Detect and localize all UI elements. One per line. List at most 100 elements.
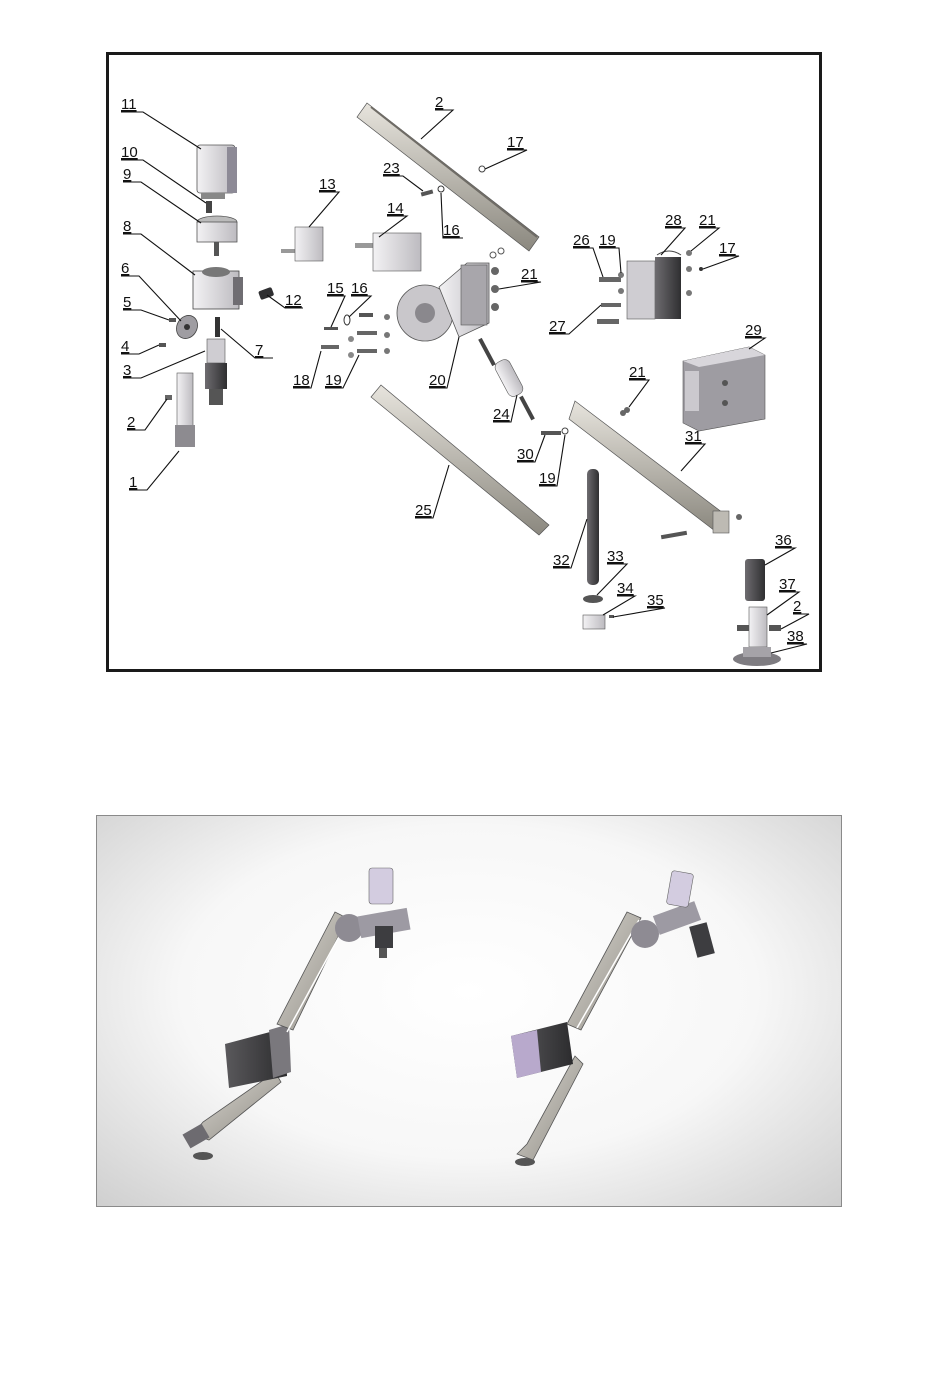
svg-text:38: 38 — [787, 628, 804, 645]
svg-text:26: 26 — [573, 232, 590, 249]
callout-38: 38 — [771, 628, 807, 653]
assembled-render-panel — [96, 815, 842, 1207]
callout-21a: 21 — [499, 266, 541, 289]
callout-20: 20 — [429, 337, 459, 389]
svg-text:14: 14 — [387, 200, 404, 217]
svg-text:37: 37 — [779, 576, 796, 593]
svg-text:2: 2 — [435, 94, 443, 111]
part-fasteners-15-19 — [321, 313, 390, 358]
callout-32: 32 — [553, 519, 587, 569]
svg-text:6: 6 — [121, 260, 129, 277]
callout-10: 10 — [121, 144, 206, 203]
svg-text:35: 35 — [647, 592, 664, 609]
part-washer-17a — [479, 166, 485, 172]
part-base-37-38 — [733, 607, 781, 666]
part-ring-33 — [583, 595, 603, 603]
callout-31: 31 — [681, 428, 705, 471]
svg-text:21: 21 — [699, 212, 716, 229]
callout-13: 13 — [309, 176, 339, 227]
svg-text:16: 16 — [351, 280, 368, 297]
svg-text:23: 23 — [383, 160, 400, 177]
callout-5: 5 — [123, 294, 169, 320]
svg-text:4: 4 — [121, 338, 129, 355]
svg-text:34: 34 — [617, 580, 634, 597]
svg-text:25: 25 — [415, 502, 432, 519]
svg-text:2: 2 — [127, 414, 135, 431]
svg-text:20: 20 — [429, 372, 446, 389]
svg-text:5: 5 — [123, 294, 131, 311]
svg-text:28: 28 — [665, 212, 682, 229]
callout-29: 29 — [745, 322, 765, 349]
svg-text:19: 19 — [325, 372, 342, 389]
part-column-32 — [587, 469, 599, 585]
svg-text:16: 16 — [443, 222, 460, 239]
callout-2b: 2 — [421, 94, 453, 139]
callout-19a: 19 — [325, 355, 359, 389]
callout-30: 30 — [517, 435, 545, 463]
callout-25: 25 — [415, 465, 449, 519]
callout-19b: 19 — [599, 232, 621, 273]
svg-text:1: 1 — [129, 474, 137, 491]
svg-text:19: 19 — [539, 470, 556, 487]
part-block-14 — [355, 233, 421, 271]
svg-text:21: 21 — [521, 266, 538, 283]
svg-text:24: 24 — [493, 406, 510, 423]
svg-text:18: 18 — [293, 372, 310, 389]
svg-text:27: 27 — [549, 318, 566, 335]
callout-23: 23 — [383, 160, 423, 191]
callout-36: 36 — [765, 532, 795, 565]
part-housing-8 — [193, 267, 243, 309]
part-coupling-9 — [197, 216, 237, 256]
callout-15: 15 — [327, 280, 345, 327]
callout-1: 1 — [129, 451, 179, 491]
svg-text:7: 7 — [255, 342, 263, 359]
svg-text:29: 29 — [745, 322, 762, 339]
assembled-render-svg — [97, 816, 841, 1206]
callout-2a: 2 — [127, 399, 167, 431]
part-block-13 — [281, 227, 323, 261]
svg-text:17: 17 — [507, 134, 524, 151]
part-screw-5 — [169, 318, 176, 322]
callout-21c: 21 — [629, 364, 649, 407]
part-shaft-1 — [175, 373, 195, 447]
svg-text:21: 21 — [629, 364, 646, 381]
part-bracket-28 — [627, 251, 681, 319]
svg-text:17: 17 — [719, 240, 736, 257]
svg-text:13: 13 — [319, 176, 336, 193]
callout-6: 6 — [121, 260, 181, 321]
callout-24: 24 — [493, 395, 517, 423]
part-screw-4 — [159, 343, 166, 347]
callout-27: 27 — [549, 305, 601, 335]
svg-text:9: 9 — [123, 166, 131, 183]
svg-text:19: 19 — [599, 232, 616, 249]
callout-34: 34 — [603, 580, 635, 615]
svg-text:8: 8 — [123, 218, 131, 235]
part-pin-7 — [215, 317, 220, 337]
part-counterweight-29 — [683, 347, 765, 431]
svg-text:12: 12 — [285, 292, 302, 309]
svg-text:31: 31 — [685, 428, 702, 445]
part-key-10 — [206, 201, 212, 213]
render-arm-right — [511, 870, 715, 1166]
callout-14: 14 — [379, 200, 407, 237]
svg-text:36: 36 — [775, 532, 792, 549]
callout-28: 28 — [661, 212, 685, 255]
callout-7: 7 — [221, 329, 273, 359]
part-sleeve-36 — [745, 559, 765, 601]
callout-17a: 17 — [485, 134, 527, 169]
part-collar-34 — [583, 615, 605, 629]
part-washers-21a — [490, 248, 504, 311]
callout-21b: 21 — [691, 212, 719, 251]
callout-9: 9 — [123, 166, 201, 223]
callout-17b: 17 — [703, 240, 739, 269]
render-arm-left — [182, 868, 410, 1160]
callout-16a: 16 — [441, 193, 463, 239]
svg-text:33: 33 — [607, 548, 624, 565]
callout-11: 11 — [121, 96, 201, 149]
svg-text:3: 3 — [123, 362, 131, 379]
part-washer-16a — [438, 186, 444, 192]
callout-18: 18 — [293, 351, 321, 389]
exploded-view-svg: 11 10 9 8 6 5 4 3 2 1 7 12 13 14 23 16 2… — [109, 55, 819, 669]
part-screw-2 — [165, 395, 172, 400]
part-spindle-3 — [205, 339, 227, 405]
